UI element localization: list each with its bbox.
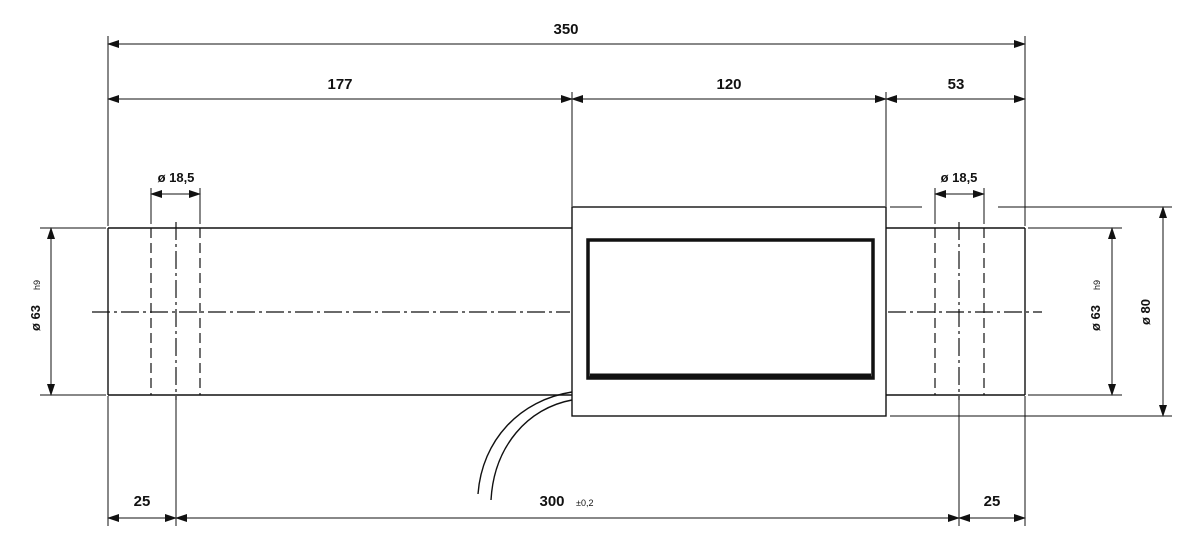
dim-left-shaft-tol: h9 (32, 280, 42, 290)
dim-hole-spacing-tol: ±0,2 (576, 498, 593, 508)
extension-lines (40, 36, 1172, 526)
housing (571, 206, 887, 417)
right-shaft (886, 227, 1026, 396)
dimension-right-shaft: ø 63 h9 (1088, 227, 1116, 396)
dimension-53: 53 (885, 76, 1026, 103)
dimension-left-hole: ø 18,5 (150, 170, 201, 198)
dimension-300: 300 ±0,2 (175, 493, 960, 522)
dim-left-shaft-dia: ø 63 (28, 305, 43, 331)
dimension-177: 177 (107, 76, 573, 103)
dim-right-end-offset: 25 (984, 493, 1001, 510)
dim-left-hole-dia: ø 18,5 (158, 170, 195, 185)
dim-overall-length: 350 (553, 21, 578, 38)
cable (477, 391, 573, 501)
dimension-right-25: 25 (958, 493, 1026, 522)
dimension-left-25: 25 (107, 493, 177, 522)
dim-hole-spacing: 300 (539, 493, 564, 510)
dimension-120: 120 (571, 76, 887, 103)
dim-right-hole-dia: ø 18,5 (941, 170, 978, 185)
dim-left-end-offset: 25 (134, 493, 151, 510)
right-cross-hole (934, 222, 985, 400)
dim-housing-dia: ø 80 (1138, 299, 1153, 325)
dim-right-shaft-tol: h9 (1092, 280, 1102, 290)
dim-middle-section: 120 (716, 76, 741, 93)
dimension-350: 350 (107, 21, 1026, 48)
dimension-left-shaft: ø 63 h9 (28, 227, 55, 396)
left-cross-hole (150, 222, 201, 400)
dim-right-shaft-dia: ø 63 (1088, 305, 1103, 331)
dim-right-section: 53 (948, 76, 965, 93)
dim-left-section: 177 (327, 76, 352, 93)
dimension-housing: ø 80 (1138, 206, 1167, 417)
dimension-right-hole: ø 18,5 (934, 170, 985, 198)
